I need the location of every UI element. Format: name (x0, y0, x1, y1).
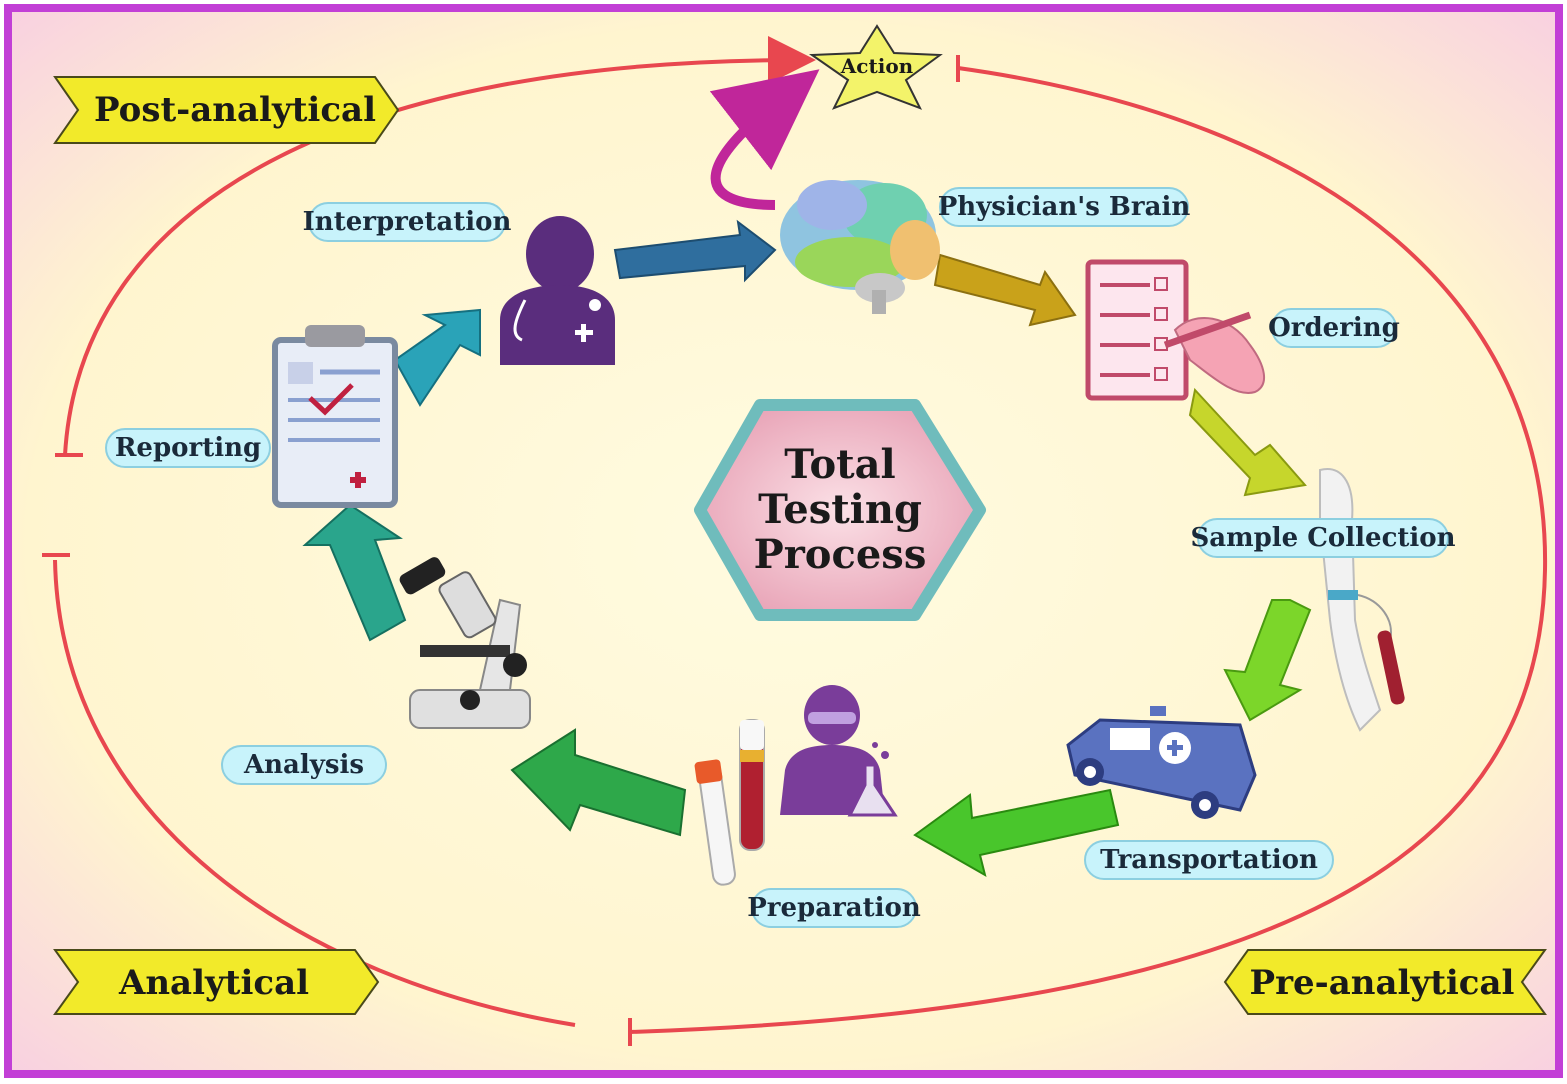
step-label-reporting: Reporting (105, 428, 271, 468)
brain-icon (780, 180, 940, 314)
arrow-brain-to-ordering (933, 253, 1077, 327)
center-title-line-2: Testing (758, 486, 922, 533)
step-label-interpretation: Interpretation (303, 202, 512, 242)
svg-text:Ordering: Ordering (1268, 313, 1400, 343)
center-title-line-3: Process (754, 531, 927, 578)
phase-label-analytical: Analytical (118, 963, 309, 1003)
phase-banner-analytical: Analytical (53, 949, 380, 1015)
svg-text:Sample Collection: Sample Collection (1190, 523, 1455, 553)
arrow-transport-to-preparation (913, 788, 1120, 878)
svg-text:Preparation: Preparation (747, 893, 921, 923)
hand-pen-icon (1163, 311, 1265, 394)
cycle-arc-post-analytical (63, 36, 816, 456)
step-label-sample-collection: Sample Collection (1190, 518, 1456, 558)
center-title-line-1: Total (784, 441, 895, 488)
step-label-analysis: Analysis (221, 745, 387, 785)
svg-text:Transportation: Transportation (1100, 845, 1318, 875)
cycle-loop (42, 36, 1548, 1046)
step-label-transportation: Transportation (1084, 840, 1334, 880)
microscope-icon (399, 557, 531, 729)
phase-label-pre-analytical: Pre-analytical (1250, 963, 1515, 1003)
scientist-icon (780, 685, 898, 817)
arrow-preparation-to-analysis (510, 728, 687, 837)
report-clipboard-icon (272, 325, 398, 508)
brain-to-action-arrow (709, 69, 820, 210)
arrow-reporting-to-interpretation (393, 308, 481, 407)
action-label: Action (840, 54, 914, 78)
flow-arrows (302, 219, 1312, 878)
svg-text:Reporting: Reporting (115, 433, 261, 463)
svg-text:Analysis: Analysis (243, 750, 364, 780)
arrow-interpretation-to-brain (613, 219, 777, 283)
cycle-arc-pre-analytical (629, 66, 1548, 1034)
center-hexagon: Total Testing Process (694, 399, 986, 621)
arrow-ordering-to-sample (1188, 387, 1307, 497)
phase-banner-post-analytical: Post-analytical (53, 76, 400, 144)
order-form-icon (1085, 259, 1189, 401)
arrow-analysis-to-reporting (302, 503, 407, 642)
svg-text:Physician's Brain: Physician's Brain (938, 192, 1191, 222)
step-label-ordering: Ordering (1268, 308, 1400, 348)
step-label-preparation: Preparation (747, 888, 921, 928)
phase-banner-pre-analytical: Pre-analytical (1223, 949, 1547, 1015)
step-label-physicians-brain: Physician's Brain (938, 187, 1191, 227)
action-star: Action (808, 24, 943, 110)
cycle-arc-analytical (53, 559, 576, 1027)
test-tubes-icon (694, 719, 765, 886)
ambulance-icon (1066, 706, 1257, 819)
doctor-icon (500, 216, 615, 365)
phase-label-post-analytical: Post-analytical (94, 90, 376, 130)
arrow-sample-to-transport (1223, 599, 1312, 722)
svg-text:Interpretation: Interpretation (303, 207, 512, 237)
